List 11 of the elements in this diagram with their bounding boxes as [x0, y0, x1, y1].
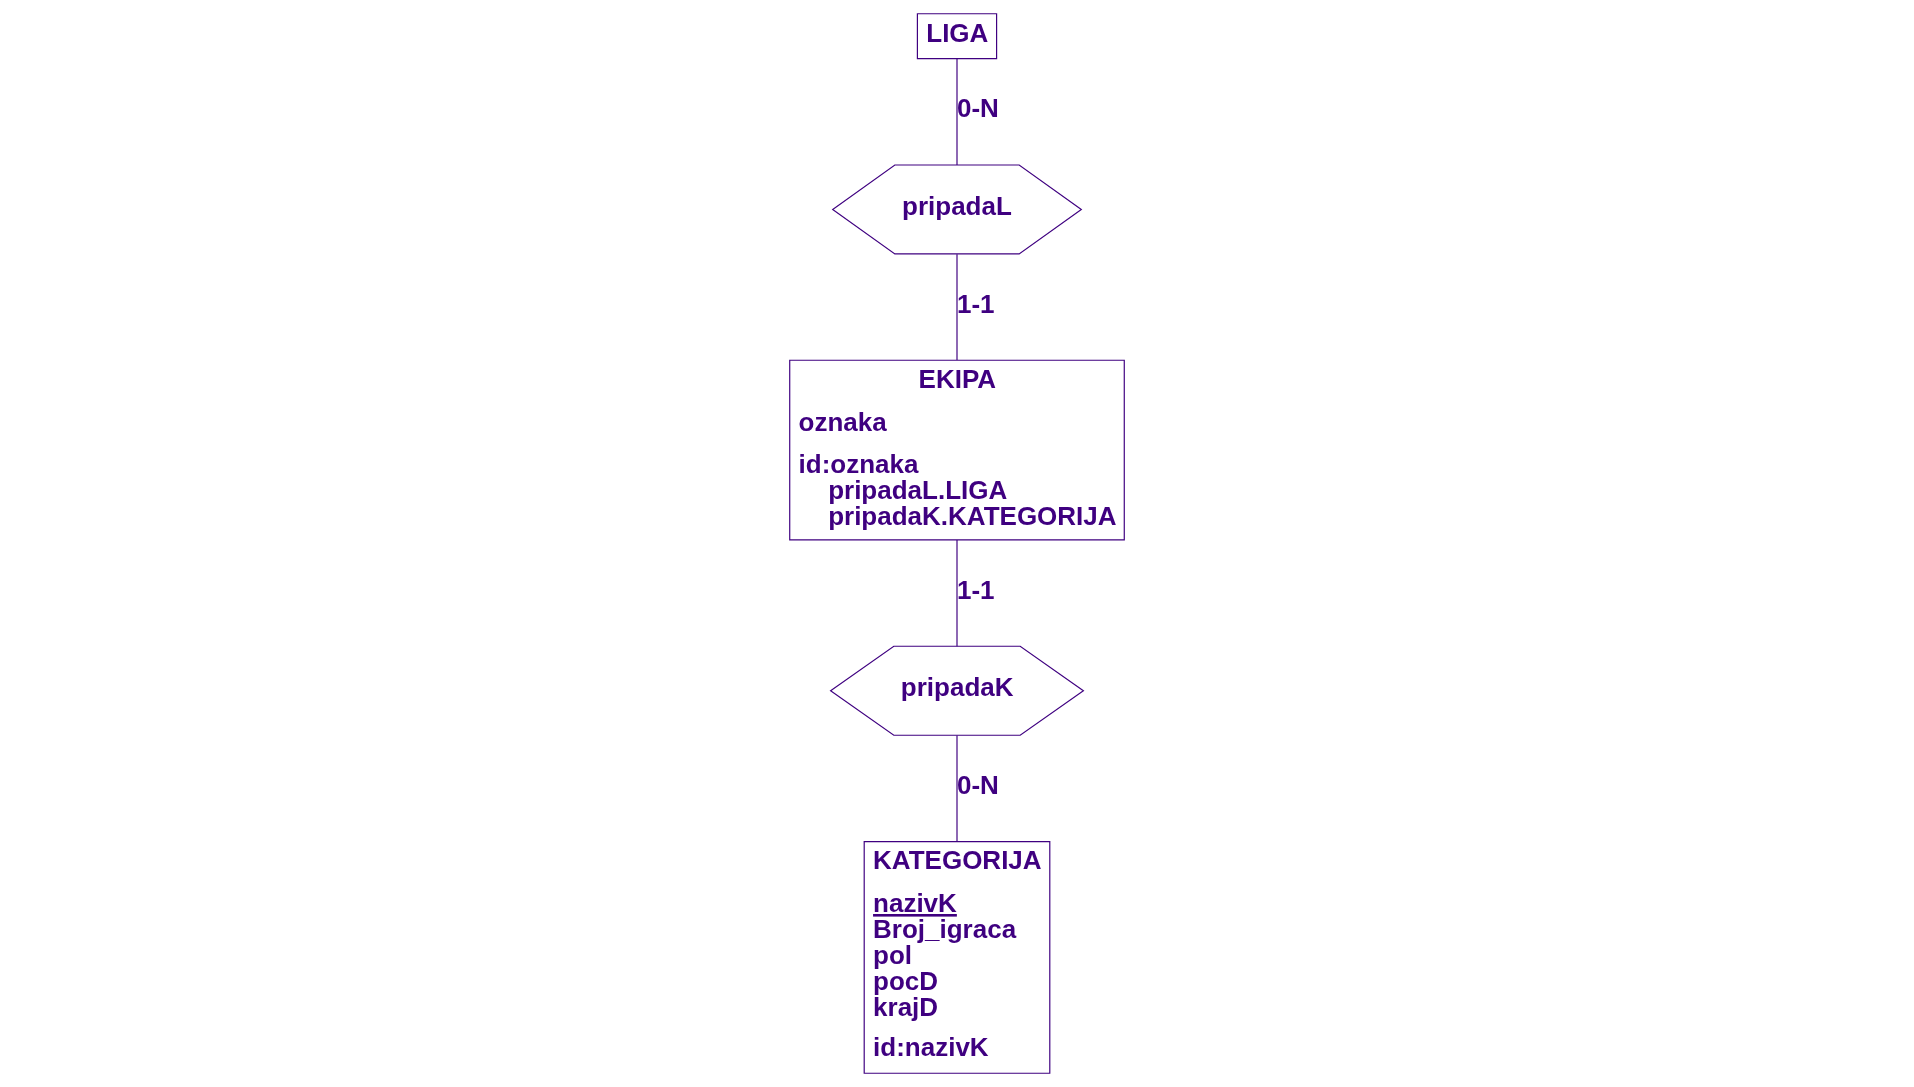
- edge-label: 1-1: [957, 574, 995, 605]
- edge-label: 1-1: [957, 288, 995, 319]
- connector: [956, 58, 958, 166]
- connector: [956, 735, 958, 842]
- connector: [956, 253, 958, 361]
- node-box: KATEGORIJA nazivK Broj_igraca pol pocD krajD id:nazivK: [863, 840, 1051, 1074]
- connector: [956, 539, 958, 647]
- edge-label: 0-N: [957, 769, 999, 800]
- edge-label: 0-N: [957, 93, 999, 124]
- node-box: EKIPA oznaka id:oznaka pripadaL.LIGA pripadaK.KATEGORIJA: [789, 359, 1125, 541]
- node-box: LIGA: [916, 13, 998, 60]
